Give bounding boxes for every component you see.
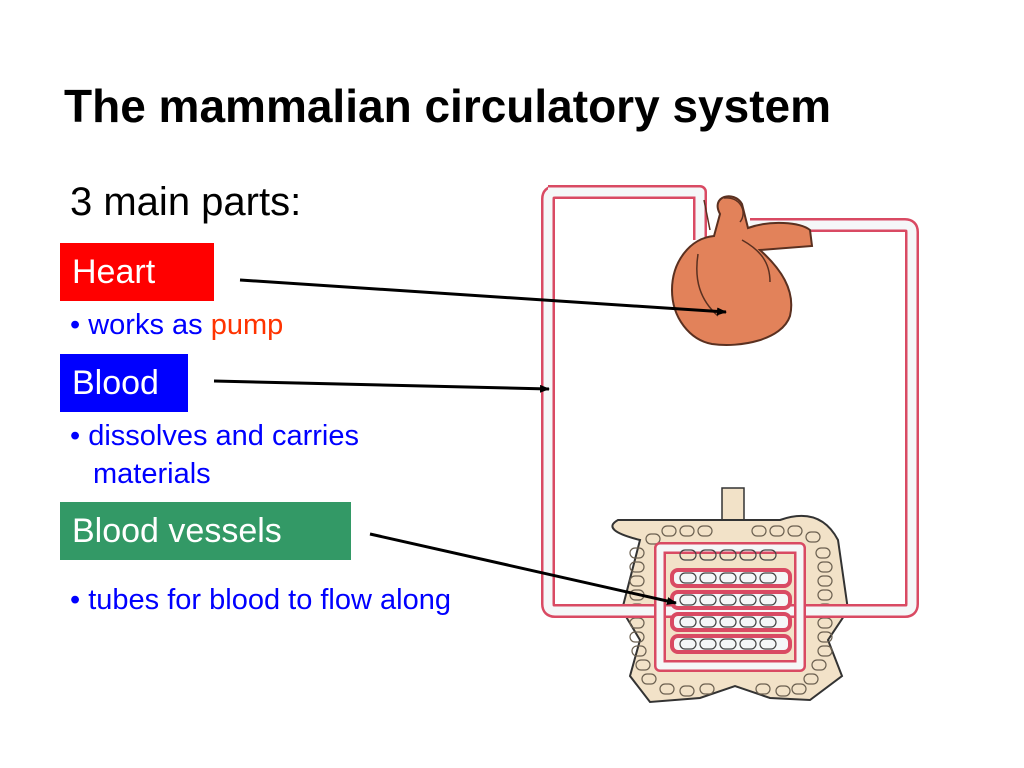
heart-label: Heart: [72, 253, 156, 291]
lung-capillaries: [654, 542, 806, 672]
bullet-symbol: •: [70, 584, 81, 616]
heart-label-box: Heart: [60, 243, 214, 301]
vessels-bullet-text: tubes for blood to flow along: [88, 584, 451, 616]
page-title: The mammalian circulatory system: [64, 80, 831, 132]
blood-bullet-text-line1: dissolves and carries: [88, 420, 360, 452]
bullet-symbol: •: [70, 420, 81, 452]
heart-bullet-text: works as: [88, 309, 211, 341]
heart-bullet: • works as pump: [70, 306, 283, 344]
blood-label: Blood: [72, 364, 159, 402]
vessels-arrow: [369, 532, 677, 605]
vessels-bullet: • tubes for blood to flow along: [70, 581, 451, 619]
heart-bullet-highlight: pump: [210, 309, 284, 341]
subtitle: 3 main parts:: [70, 180, 302, 224]
heart-icon: [670, 195, 814, 346]
bullet-symbol: •: [70, 309, 81, 341]
vessels-label-box: Blood vessels: [60, 502, 351, 560]
blood-vessel-loop: [541, 185, 919, 618]
blood-bullet-text-line2: materials: [93, 458, 211, 490]
blood-arrow: [213, 379, 550, 393]
blood-label-box: Blood: [60, 354, 188, 412]
blood-bullet: • dissolves and carries materials: [70, 417, 359, 493]
heart-arrow: [239, 278, 727, 316]
vessels-label: Blood vessels: [72, 512, 282, 550]
label-arrows: [213, 278, 727, 605]
